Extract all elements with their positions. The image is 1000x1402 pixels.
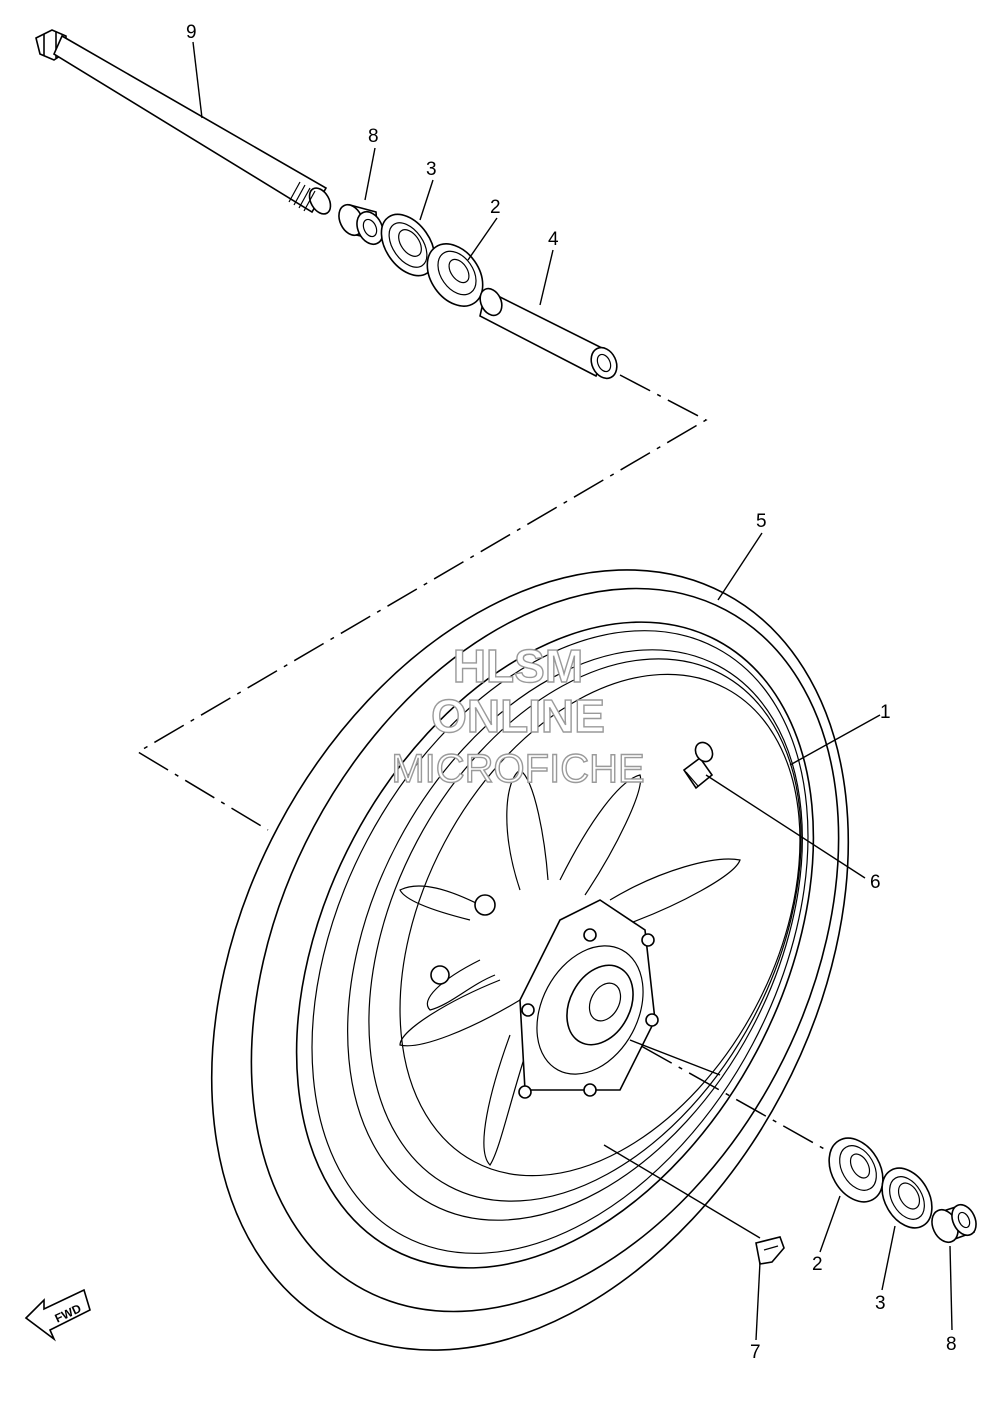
callout-labels: 9 8 3 2 4 5 1 6 2 3 8 7 (186, 22, 957, 1363)
wheel-axle-icon (35, 29, 332, 215)
callout-2: 2 (490, 197, 501, 218)
callout-3: 3 (426, 159, 437, 180)
callout-5: 5 (756, 511, 767, 532)
callout-7: 7 (750, 1342, 761, 1363)
oil-seal-icon (881, 1167, 933, 1229)
wheel-rim-icon (295, 621, 815, 1269)
watermark-line-3: MICROFICHE (391, 747, 644, 791)
watermark-line-2: ONLINE (431, 690, 605, 742)
callout-8: 8 (368, 126, 379, 147)
callout-4: 4 (548, 229, 559, 250)
callout-3: 3 (875, 1293, 886, 1314)
fwd-arrow-icon: FWD (24, 1288, 91, 1342)
collar-icon (931, 1203, 977, 1244)
spacer-tube-icon (479, 287, 618, 380)
watermark: HLSM ONLINE MICROFICHE (391, 639, 646, 791)
valve-stem-icon (682, 741, 714, 790)
watermark-line-1: HLSM (453, 640, 583, 692)
callout-1: 1 (880, 702, 891, 723)
callout-8: 8 (946, 1334, 957, 1355)
oil-seal-icon (380, 213, 436, 277)
tire-icon (210, 569, 850, 1351)
bearing-icon (828, 1137, 884, 1203)
callout-9: 9 (186, 22, 197, 43)
collar-icon (338, 203, 384, 246)
balance-weight-icon (755, 1236, 785, 1265)
callout-6: 6 (870, 872, 881, 893)
callout-2: 2 (812, 1254, 823, 1275)
leader-lines (192, 41, 953, 1341)
